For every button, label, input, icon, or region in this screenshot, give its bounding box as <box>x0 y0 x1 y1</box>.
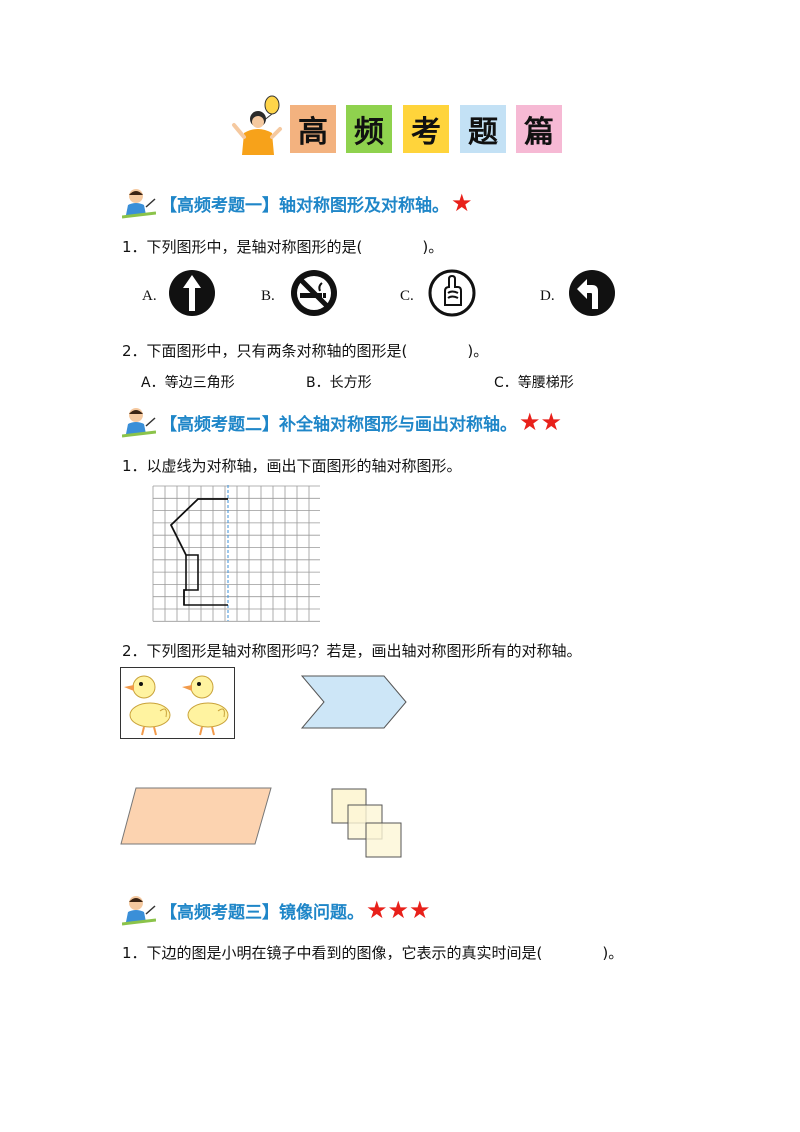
no-smoking-sign-icon[interactable] <box>290 269 338 317</box>
s1-q1-option-d-label: D. <box>540 288 555 304</box>
left-turn-sign-icon[interactable] <box>568 269 616 317</box>
duck-right <box>182 675 229 736</box>
symmetry-grid[interactable] <box>152 485 320 622</box>
section-1-stars: ★ <box>451 189 473 217</box>
section-1-header: 【高频考题一】轴对称图形及对称轴。 ★ <box>122 186 473 220</box>
s2-question-1: 1．以虚线为对称轴，画出下面图形的轴对称图形。 <box>122 457 462 475</box>
s3-question-1: 1．下边的图是小明在镜子中看到的图像，它表示的真实时间是( )。 <box>122 944 624 962</box>
s2-question-2: 2．下列图形是轴对称图形吗？若是，画出轴对称图形所有的对称轴。 <box>122 642 582 660</box>
s1-question-2: 2．下面图形中，只有两条对称轴的图形是( )。 <box>122 342 489 360</box>
title-char-1: 高 <box>290 105 336 153</box>
s1-q2-option-a: A．等边三角形 <box>141 375 235 391</box>
header-mascot-icon <box>228 95 286 157</box>
section-3-header: 【高频考题三】镜像问题。 ★★★ <box>122 893 431 927</box>
section-1-title: 【高频考题一】轴对称图形及对称轴。 <box>160 195 449 216</box>
title-char-3: 考 <box>403 105 449 153</box>
section-3-title: 【高频考题三】镜像问题。 <box>160 902 364 923</box>
section-3-stars: ★★★ <box>366 896 431 924</box>
student-writing-icon <box>122 408 156 438</box>
section-2-title: 【高频考题二】补全轴对称图形与画出对称轴。 <box>160 414 517 435</box>
arrow-chevron-shape[interactable] <box>300 674 408 730</box>
student-writing-icon <box>122 189 156 219</box>
s1-q2-option-c: C．等腰梯形 <box>494 375 574 391</box>
student-writing-icon <box>122 896 156 926</box>
title-char-5: 篇 <box>516 105 562 153</box>
parallelogram-shape[interactable] <box>120 787 272 845</box>
three-overlapping-squares-shape[interactable] <box>330 787 404 859</box>
two-ducks-picture[interactable] <box>120 667 235 739</box>
s1-q2-option-b: B．长方形 <box>306 375 372 391</box>
quiet-finger-sign-icon[interactable] <box>428 269 476 317</box>
section-2-stars: ★★ <box>519 408 563 436</box>
title-char-4: 题 <box>460 105 506 153</box>
s1-q1-option-c-label: C. <box>400 288 414 304</box>
half-figure-one <box>170 498 228 606</box>
s1-q1-option-a-label: A. <box>142 288 157 304</box>
title-char-2: 频 <box>346 105 392 153</box>
section-2-header: 【高频考题二】补全轴对称图形与画出对称轴。 ★★ <box>122 405 562 439</box>
s1-question-1: 1．下列图形中，是轴对称图形的是( )。 <box>122 238 444 256</box>
s1-q1-option-b-label: B. <box>261 288 275 304</box>
up-arrow-sign-icon[interactable] <box>168 269 216 317</box>
duck-left <box>124 675 171 736</box>
